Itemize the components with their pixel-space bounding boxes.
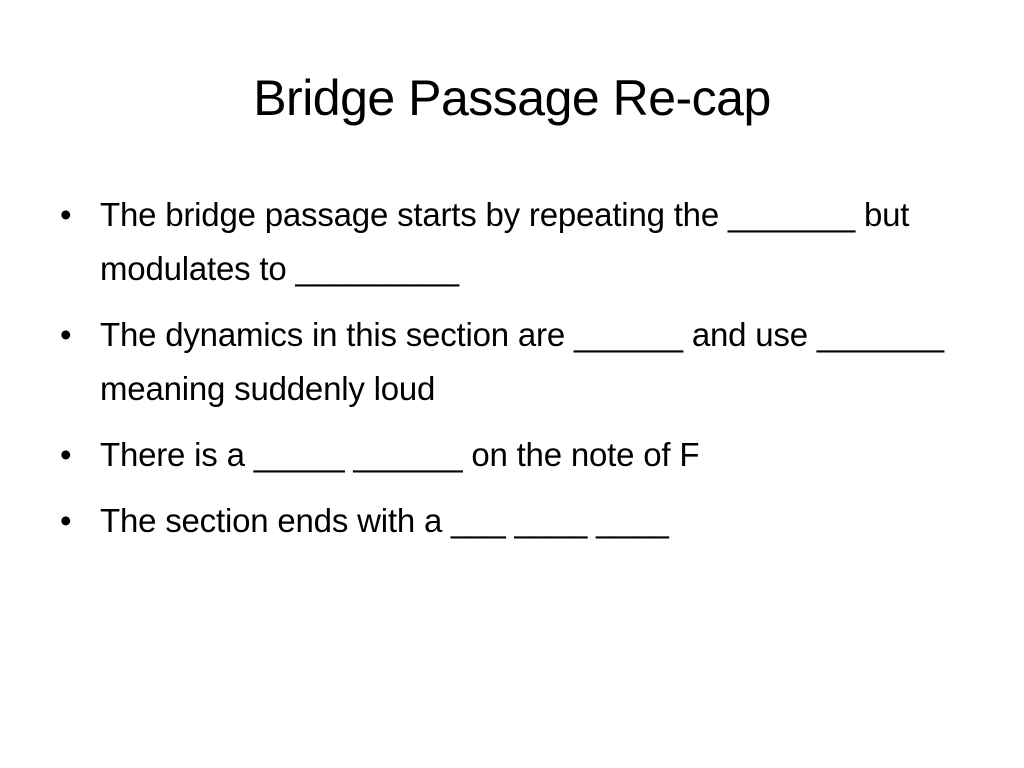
bullet-list: • The bridge passage starts by repeating…: [58, 188, 958, 560]
bullet-text: The bridge passage starts by repeating t…: [100, 196, 910, 287]
bullet-item: • The bridge passage starts by repeating…: [58, 188, 958, 296]
bullet-item: • The dynamics in this section are _____…: [58, 308, 958, 416]
slide-title: Bridge Passage Re-cap: [253, 70, 771, 126]
bullet-text: There is a _____ ______ on the note of F: [100, 436, 700, 473]
bullet-icon: •: [60, 196, 72, 233]
bullet-item: • The section ends with a ___ ____ ____: [58, 494, 958, 548]
bullet-icon: •: [60, 502, 72, 539]
bullet-item: • There is a _____ ______ on the note of…: [58, 428, 958, 482]
bullet-icon: •: [60, 316, 72, 353]
bullet-text: The section ends with a ___ ____ ____: [100, 502, 669, 539]
bullet-icon: •: [60, 436, 72, 473]
bullet-text: The dynamics in this section are ______ …: [100, 316, 944, 407]
